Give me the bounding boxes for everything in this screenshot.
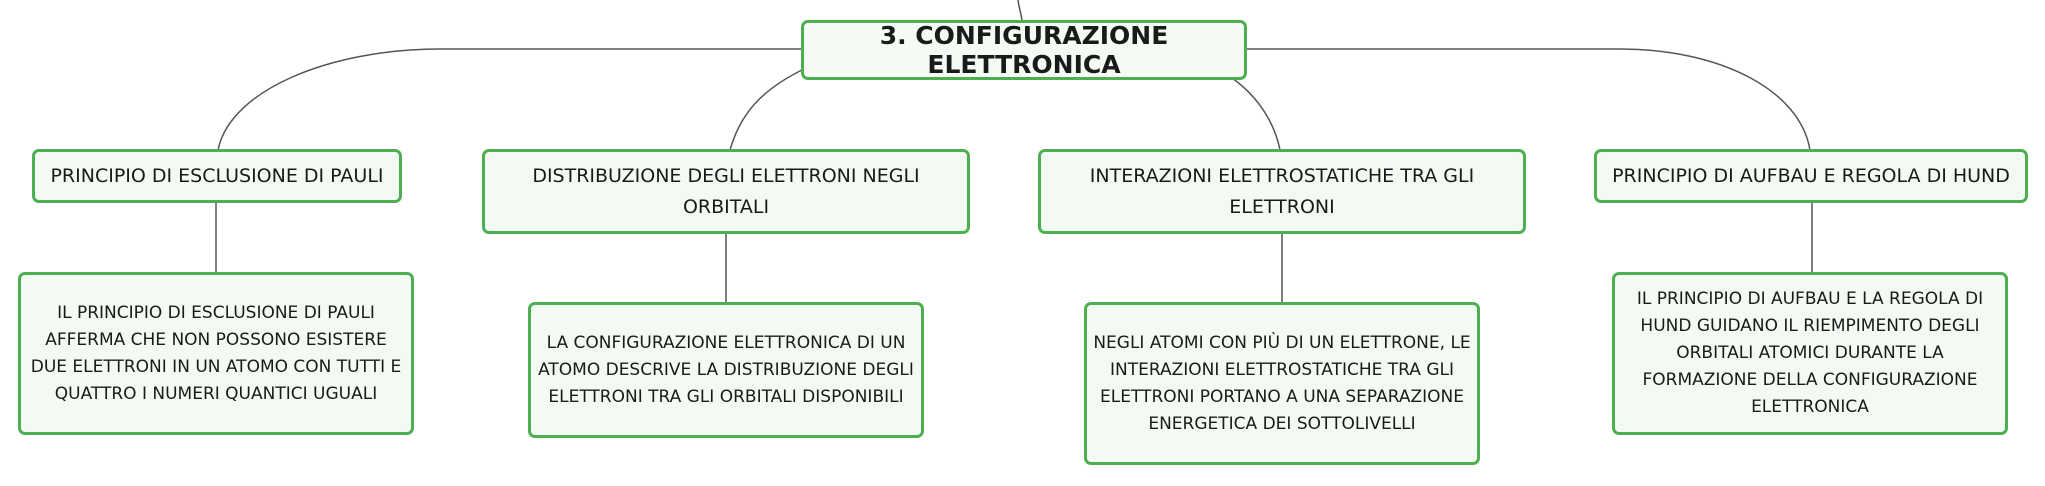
detail-node-text: IL PRINCIPIO DI AUFBAU E LA REGOLA DI HU…: [1636, 289, 1984, 417]
connector-root-parent: [1017, 0, 1023, 21]
topic-node-label: PRINCIPIO DI ESCLUSIONE DI PAULI: [50, 164, 384, 187]
topic-node-aufbau-hund[interactable]: PRINCIPIO DI AUFBAU E REGOLA DI HUND: [1594, 149, 2028, 203]
topic-node-pauli[interactable]: PRINCIPIO DI ESCLUSIONE DI PAULI: [32, 149, 402, 203]
detail-node-interazioni[interactable]: NEGLI ATOMI CON PIÙ DI UN ELETTRONE, LE …: [1084, 302, 1480, 465]
topic-node-distribuzione[interactable]: DISTRIBUZIONE DEGLI ELETTRONI NEGLI ORBI…: [482, 149, 970, 234]
topic-node-label: DISTRIBUZIONE DEGLI ELETTRONI NEGLI ORBI…: [532, 164, 920, 218]
detail-node-pauli[interactable]: IL PRINCIPIO DI ESCLUSIONE DI PAULI AFFE…: [18, 272, 414, 435]
detail-node-text: LA CONFIGURAZIONE ELETTRONICA DI UN ATOM…: [538, 332, 914, 407]
topic-node-label: PRINCIPIO DI AUFBAU E REGOLA DI HUND: [1612, 164, 2010, 187]
root-node[interactable]: 3. CONFIGURAZIONE ELETTRONICA: [801, 20, 1247, 80]
connector-root-topic-4: [1246, 48, 1811, 151]
detail-node-aufbau-hund[interactable]: IL PRINCIPIO DI AUFBAU E LA REGOLA DI HU…: [1612, 272, 2008, 435]
connector-root-topic-1: [217, 48, 804, 151]
detail-node-distribuzione[interactable]: LA CONFIGURAZIONE ELETTRONICA DI UN ATOM…: [528, 302, 924, 438]
connector-root-topic-2: [729, 67, 807, 151]
detail-node-text: IL PRINCIPIO DI ESCLUSIONE DI PAULI AFFE…: [30, 302, 402, 404]
topic-node-label: INTERAZIONI ELETTROSTATICHE TRA GLI ELET…: [1089, 164, 1475, 218]
detail-node-text: NEGLI ATOMI CON PIÙ DI UN ELETTRONE, LE …: [1093, 332, 1471, 434]
root-node-label: 3. CONFIGURAZIONE ELETTRONICA: [879, 21, 1169, 79]
topic-node-interazioni[interactable]: INTERAZIONI ELETTROSTATICHE TRA GLI ELET…: [1038, 149, 1526, 234]
connector-root-topic-3: [1231, 77, 1281, 151]
